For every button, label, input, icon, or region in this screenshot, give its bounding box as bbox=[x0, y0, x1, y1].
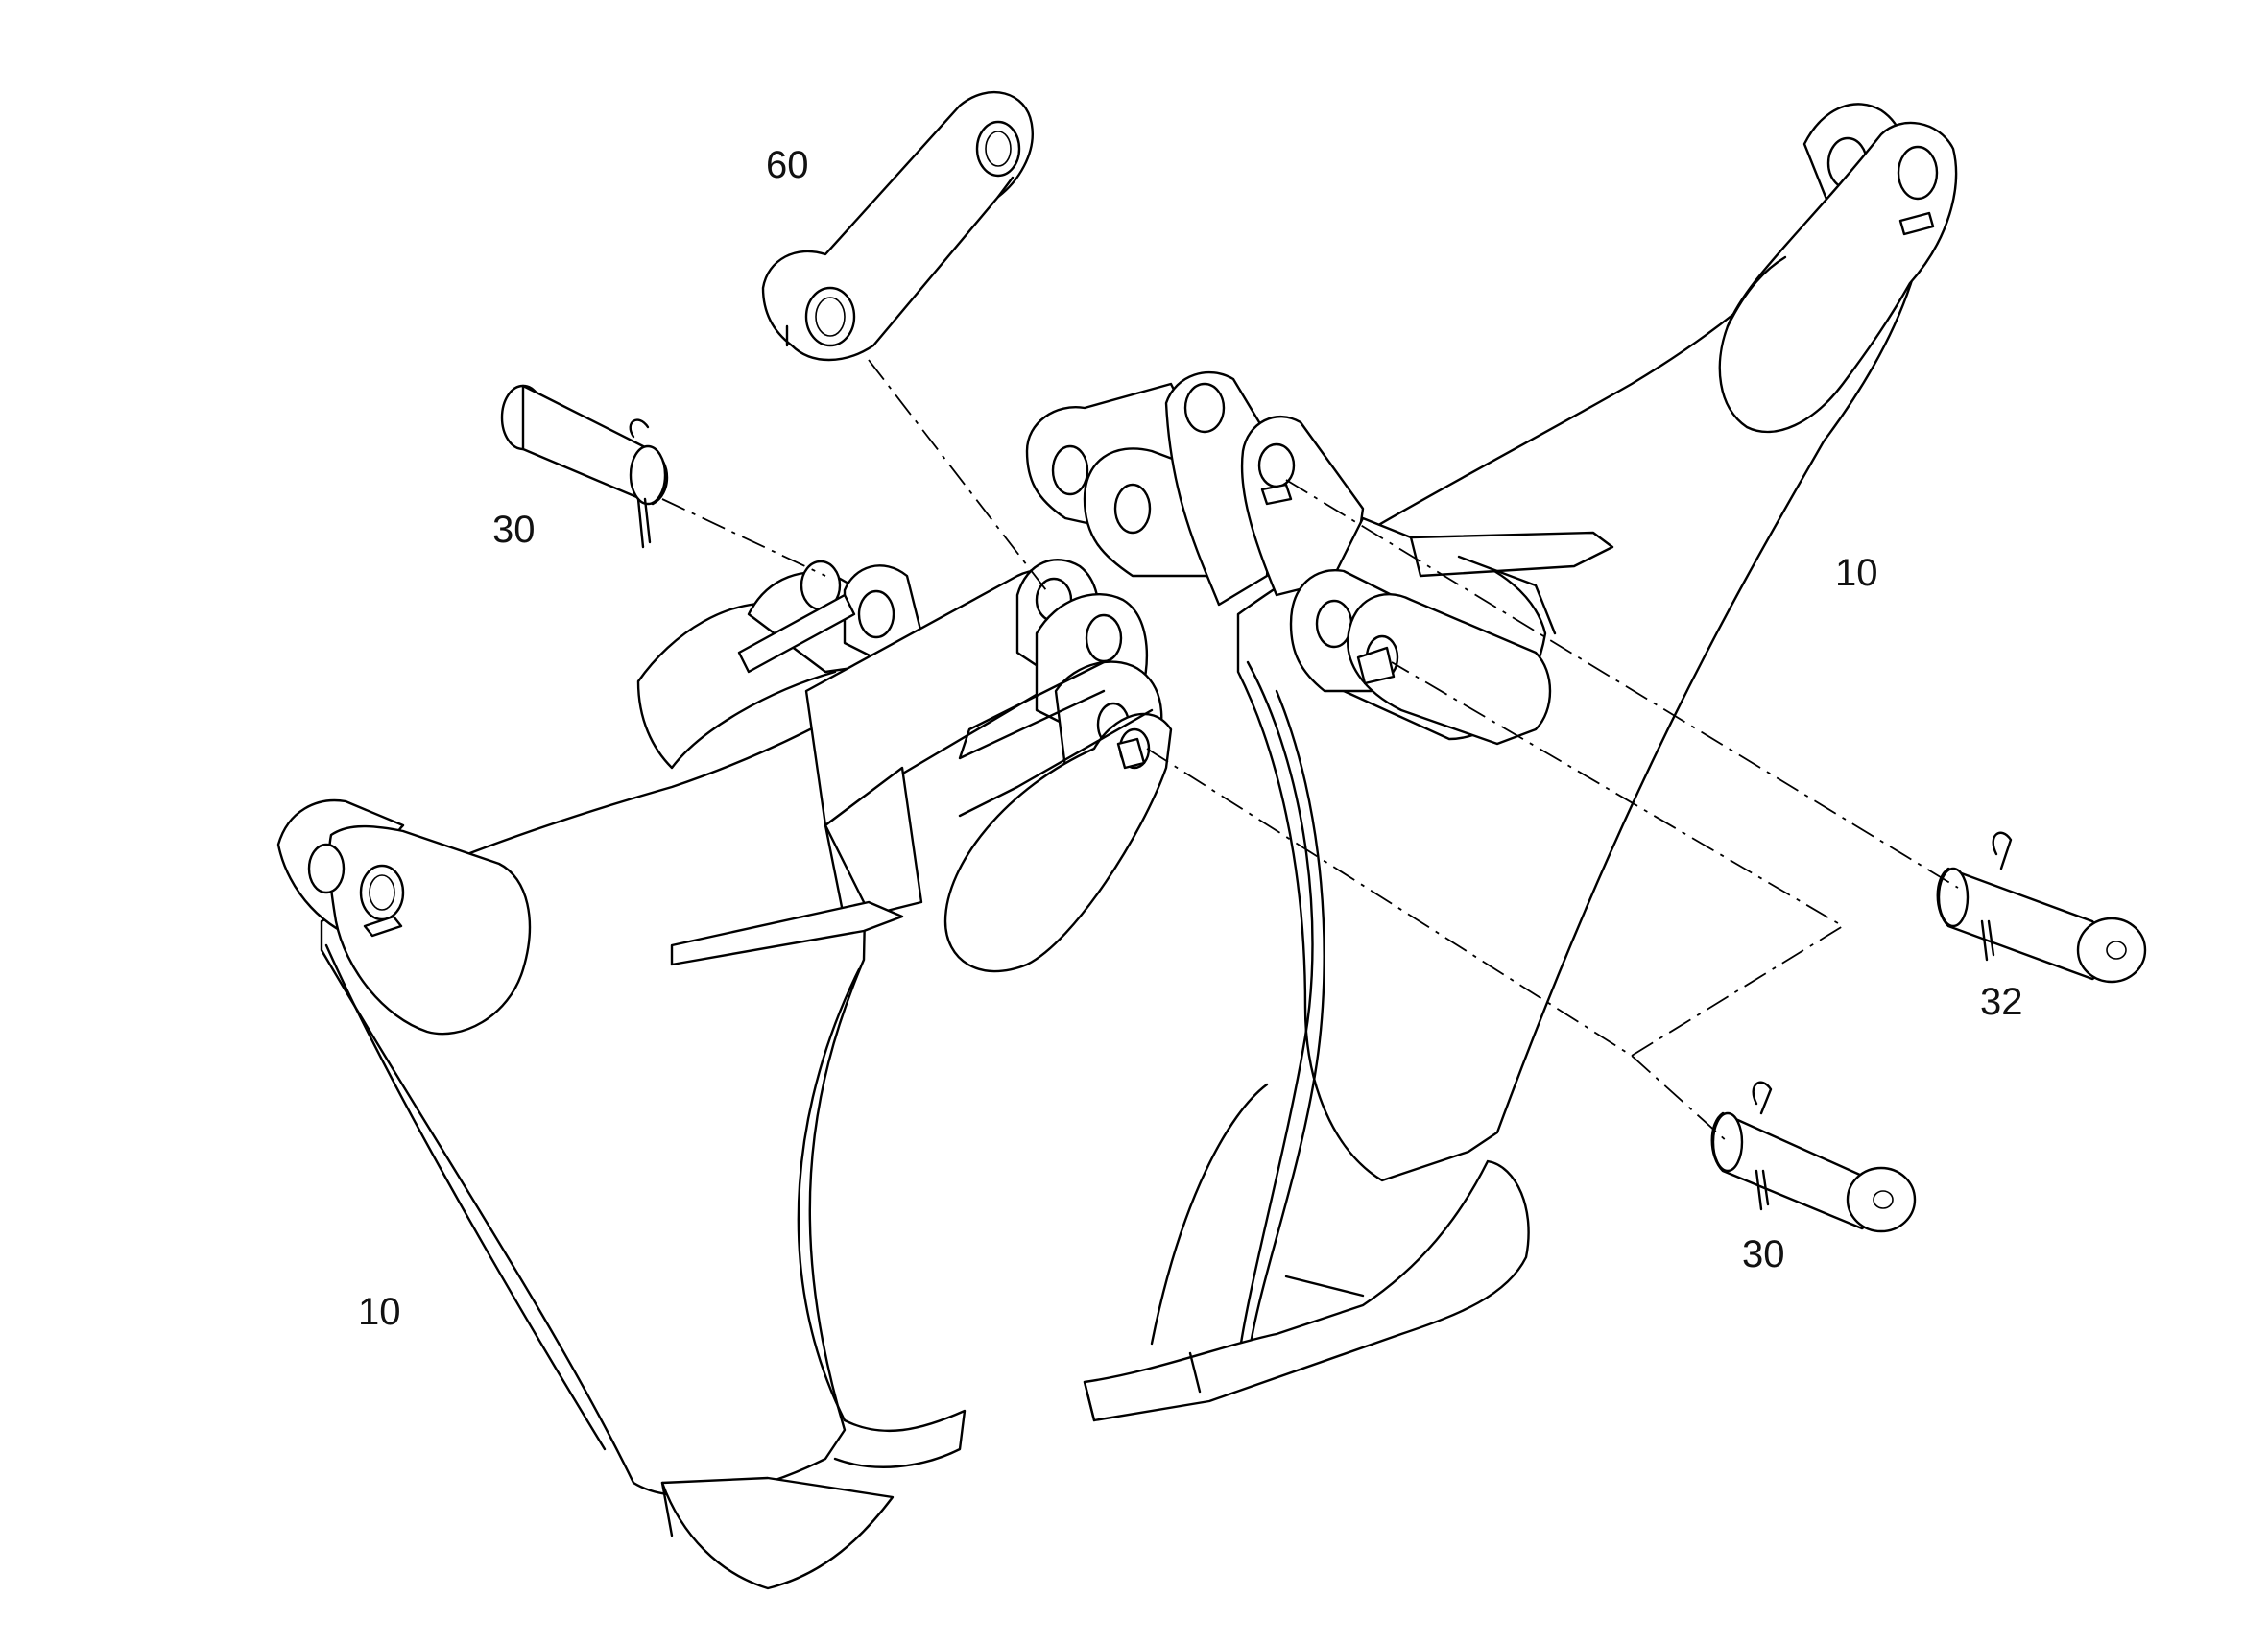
link-plate bbox=[761, 90, 1034, 362]
callout-tooth-right: 10 bbox=[1835, 552, 1878, 594]
callout-pin-32: 32 bbox=[1980, 981, 2023, 1023]
callout-pin-bottom: 30 bbox=[1742, 1233, 1785, 1275]
callout-tooth-left: 10 bbox=[358, 1291, 401, 1333]
pin-32 bbox=[1936, 831, 2147, 984]
pin-30-bottom bbox=[1710, 1081, 1917, 1233]
ripper-tooth-left bbox=[276, 559, 1173, 1590]
ripper-tooth-right bbox=[1025, 103, 1958, 1422]
assembly-lines bbox=[661, 359, 1959, 1143]
callout-pin-top: 30 bbox=[492, 509, 536, 551]
callout-link: 60 bbox=[766, 144, 809, 186]
pin-30-top bbox=[500, 384, 669, 549]
